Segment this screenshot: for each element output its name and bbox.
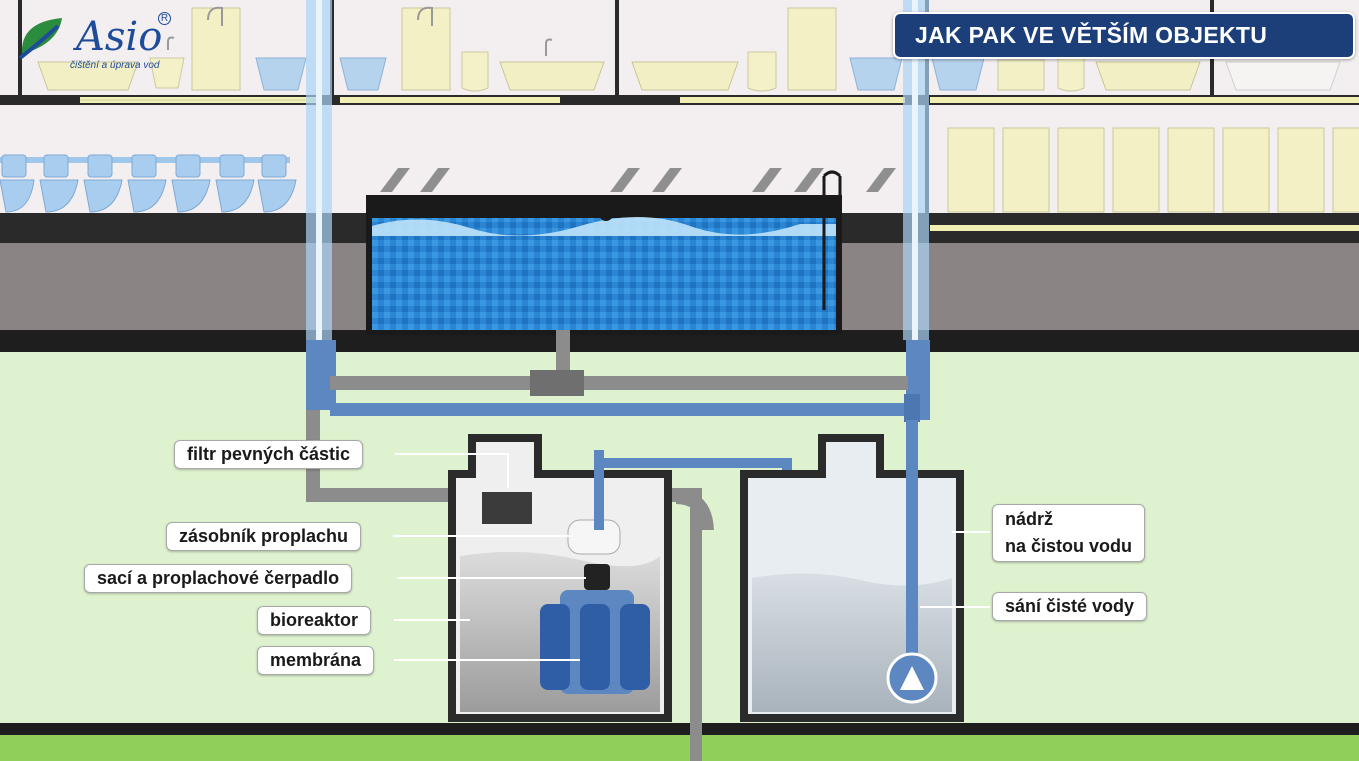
swimming-pool [366, 168, 896, 335]
callout-pump: sací a proplachové čerpadlo [84, 564, 353, 593]
bathtub-icon [631, 61, 739, 91]
urinal-icon [747, 51, 777, 92]
shower-icon [997, 59, 1045, 91]
clean-water-tank [740, 420, 964, 722]
page-title: JAK PAK VE VĚTŠÍM OBJEKTU [893, 12, 1355, 59]
floor-slab-top [0, 95, 1359, 105]
logo-wordmark: Asio [76, 14, 163, 60]
leaf-icon [18, 18, 62, 60]
shower-icon [787, 7, 837, 91]
clean-water-pipe [330, 403, 910, 416]
washbasin-icon [849, 57, 903, 91]
pool-ladder-icon [822, 170, 842, 310]
washbasin-icon [931, 57, 985, 91]
shower-row [947, 127, 1359, 213]
registered-mark: R [158, 12, 171, 25]
submersible-pump-icon [886, 652, 938, 704]
sunbed-icon [380, 168, 896, 192]
bathtub-icon [499, 38, 605, 91]
basement-floor [0, 330, 1359, 352]
urinal-icon [1057, 57, 1085, 92]
callout-filter: filtr pevných částic [174, 440, 364, 469]
washbasin-icon [339, 57, 387, 91]
callout-bioreactor: bioreaktor [257, 606, 372, 635]
urinal-icon [461, 51, 489, 92]
callout-membrane: membrána [257, 646, 375, 675]
riser-left [306, 0, 336, 410]
callout-clean-tank-line2: na čistou vodu [1005, 536, 1133, 556]
washbasin-icon [149, 36, 185, 89]
grey-drain-pipe [330, 376, 908, 390]
callout-leaders [393, 453, 990, 661]
brand-logo: Asio R čištění a úprava vod [18, 10, 178, 76]
shower-icon [191, 6, 241, 91]
toilet-row [0, 154, 297, 213]
callout-clean-tank: nádrž na čistou vodu [992, 504, 1146, 562]
riser-right [903, 0, 930, 420]
callout-clean-suction: sání čisté vody [992, 592, 1148, 621]
top-floor-fixtures [37, 6, 1341, 92]
callout-clean-tank-line1: nádrž [1005, 509, 1054, 529]
particle-filter [482, 492, 532, 524]
callout-flush-tank: zásobník proplachu [166, 522, 362, 551]
logo-tagline: čištění a úprava vod [70, 60, 160, 71]
bathtub-icon [1225, 61, 1341, 91]
shower-icon [401, 6, 451, 91]
swimmer-icon [552, 205, 613, 221]
bathtub-icon [1095, 61, 1201, 91]
washbasin-icon [255, 57, 307, 91]
bathtub-icon [37, 61, 139, 91]
membrane-module-icon [540, 590, 650, 694]
pump-icon [584, 564, 610, 590]
grass [0, 735, 1359, 761]
